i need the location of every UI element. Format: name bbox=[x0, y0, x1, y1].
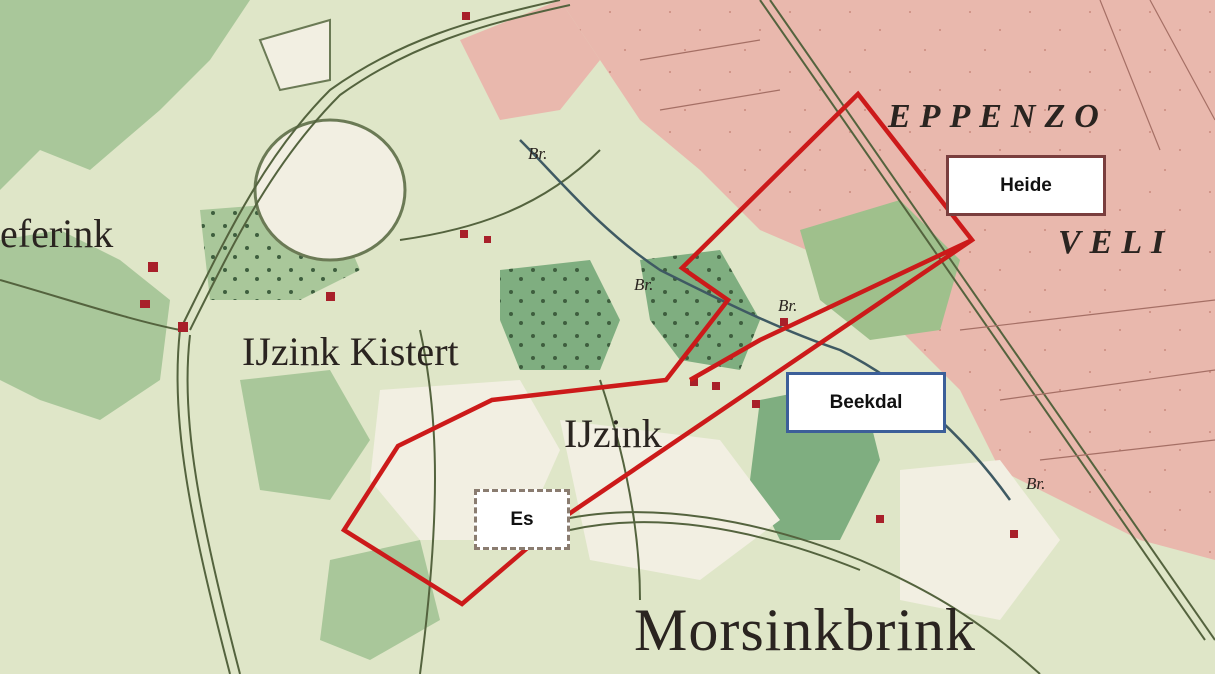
bridge-label: Br. bbox=[634, 275, 654, 294]
heath-area-small bbox=[460, 0, 600, 120]
forest-patch-nw bbox=[0, 0, 250, 190]
bridge-label: Br. bbox=[1026, 474, 1046, 493]
oval-field bbox=[253, 118, 407, 262]
forest-patch-west bbox=[0, 230, 170, 420]
bridge-label: Br. bbox=[778, 296, 798, 315]
forest-patch-sw bbox=[240, 370, 370, 500]
field-north bbox=[258, 18, 331, 92]
bridge-label: Br. bbox=[528, 144, 548, 163]
field-south bbox=[560, 420, 780, 580]
field-se bbox=[900, 460, 1060, 620]
place-label-veli: VELI bbox=[1058, 224, 1174, 261]
place-label-ijzink: IJzink bbox=[564, 411, 662, 456]
place-label-morsinkbrink: Morsinkbrink bbox=[634, 597, 976, 663]
legend-heide-label: Heide bbox=[1000, 174, 1052, 196]
heath-parcels bbox=[639, 0, 1215, 461]
place-label-ijzink-kistert: IJzink Kistert bbox=[242, 329, 459, 374]
zone-divider bbox=[688, 237, 973, 382]
legend-es: Es bbox=[474, 489, 570, 550]
buildings bbox=[140, 12, 1018, 538]
legend-es-label: Es bbox=[510, 508, 534, 530]
study-area-outline bbox=[340, 90, 976, 607]
place-label-eppenzo: EPPENZO bbox=[888, 98, 1108, 135]
legend-beekdal: Beekdal bbox=[786, 372, 946, 433]
legend-beekdal-label: Beekdal bbox=[829, 391, 903, 413]
forest-patch-east bbox=[800, 200, 960, 340]
legend-heide: Heide bbox=[946, 155, 1106, 216]
place-label-eferink: eferink bbox=[0, 211, 114, 256]
